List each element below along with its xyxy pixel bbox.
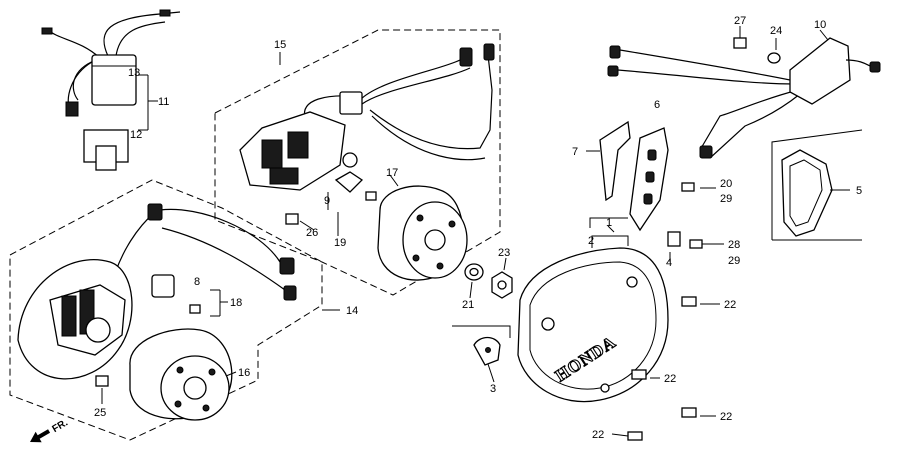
label-part-4: 4: [666, 257, 672, 269]
label-part-22-b: 22: [664, 373, 676, 385]
label-part-20: 20: [720, 178, 732, 190]
label-part-2: 2: [588, 235, 594, 247]
label-part-22-a: 22: [724, 299, 736, 311]
label-part-23: 23: [498, 247, 510, 259]
group-frame-15: [214, 29, 501, 296]
group-frame-14: [9, 179, 323, 441]
group-frame-5: [771, 129, 863, 240]
label-part-26: 26: [306, 227, 318, 239]
label-part-6: 6: [654, 99, 660, 111]
label-part-14: 14: [346, 305, 358, 317]
label-part-7: 7: [572, 146, 578, 158]
label-part-19: 19: [334, 237, 346, 249]
label-part-3: 3: [490, 383, 496, 395]
cdi-unit: [41, 9, 181, 171]
label-part-22-d: 22: [592, 429, 604, 441]
label-part-29-lower: 29: [728, 255, 740, 267]
guide-plates: [599, 120, 669, 232]
group-frame-2: [591, 235, 629, 248]
label-part-25: 25: [94, 407, 106, 419]
label-part-13: 13: [128, 67, 140, 79]
washer-and-nut: [464, 263, 513, 299]
coil-part-10: [607, 37, 881, 159]
front-direction-arrow: FR.: [30, 417, 71, 443]
label-part-28: 28: [728, 239, 740, 251]
label-part-16: 16: [238, 367, 250, 379]
label-part-10: 10: [814, 19, 826, 31]
group-frame-1: [589, 217, 628, 228]
group-frame-3: [452, 325, 511, 338]
label-part-5: 5: [856, 185, 862, 197]
label-part-9: 9: [324, 195, 330, 207]
label-part-8: 8: [194, 276, 200, 288]
front-label: FR.: [51, 417, 71, 435]
group-frames: [9, 29, 863, 441]
label-part-1: 1: [606, 217, 612, 229]
label-part-15: 15: [274, 39, 286, 51]
label-part-21: 21: [462, 299, 474, 311]
crankcase-cover: HONDA: [517, 247, 669, 403]
label-part-27: 27: [734, 15, 746, 27]
stator-upper: [239, 43, 495, 225]
label-part-24: 24: [770, 25, 782, 37]
label-part-11: 11: [158, 96, 169, 108]
flywheel-upper: [377, 185, 468, 281]
arrow-left-icon: [30, 429, 51, 443]
stator-lower: [17, 203, 297, 380]
flywheel-lower: [95, 328, 233, 421]
label-part-17: 17: [386, 167, 398, 179]
label-part-22-c: 22: [720, 411, 732, 423]
bracket-part-5: [781, 149, 833, 237]
plug-part-3: [473, 336, 501, 366]
part-labels: 13 11 12 15 17 9 26 19 8 18 14 16 25 23 …: [94, 15, 862, 441]
label-part-18: 18: [230, 297, 242, 309]
label-part-29-upper: 29: [720, 193, 732, 205]
label-part-12: 12: [130, 129, 142, 141]
leader-lines: [101, 26, 850, 437]
